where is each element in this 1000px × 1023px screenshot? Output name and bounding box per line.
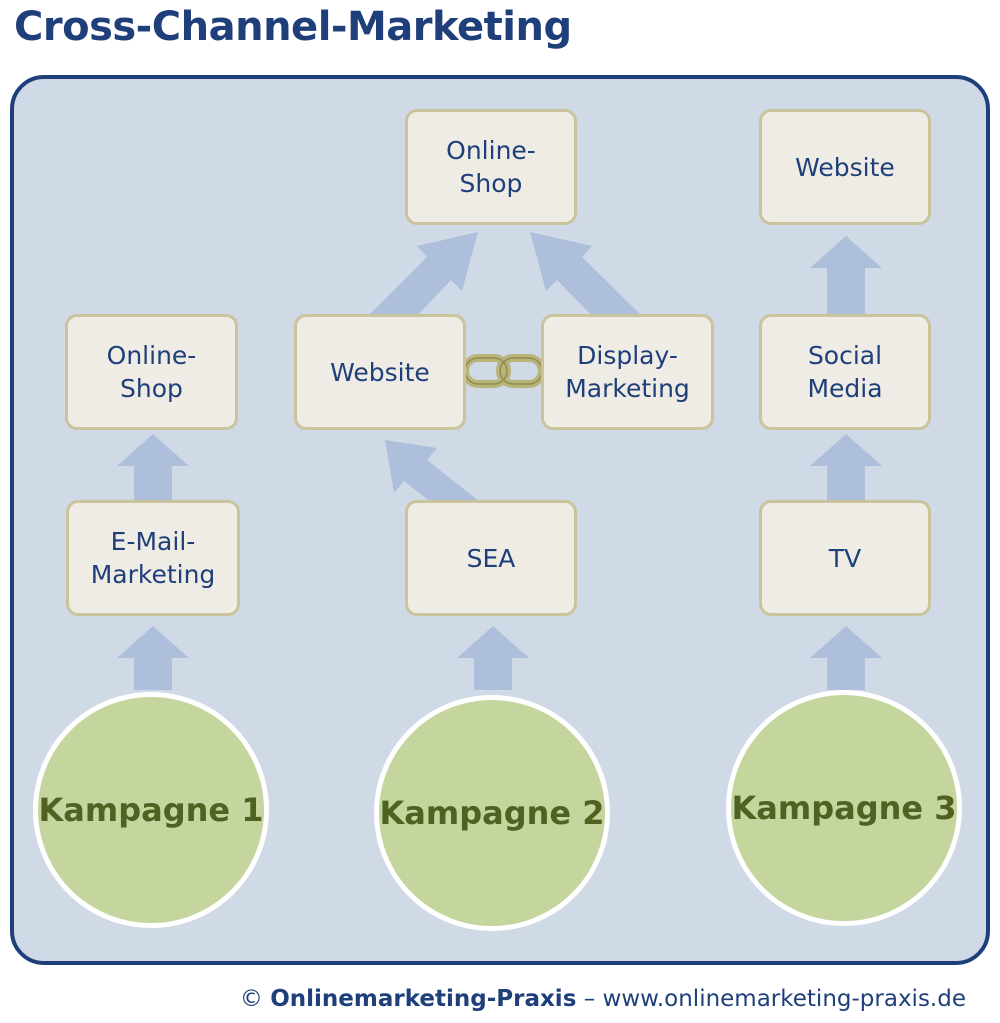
arrow-kampagne3-to-tv	[810, 626, 882, 690]
box-display-marketing: Display- Marketing	[541, 314, 714, 430]
campaign-circle-3: Kampagne 3	[726, 690, 962, 926]
box-online-shop-center: Online- Shop	[405, 109, 577, 225]
campaign-circle-1: Kampagne 1	[33, 692, 269, 928]
arrow-website-to-onlineshop	[370, 232, 478, 338]
box-tv: TV	[759, 500, 931, 616]
box-social-media: Social Media	[759, 314, 931, 430]
footer-url: www.onlinemarketing-praxis.de	[602, 986, 966, 1012]
box-online-shop-left: Online- Shop	[65, 314, 238, 430]
page-title: Cross-Channel-Marketing	[14, 4, 572, 50]
footer-brand: Onlinemarketing-Praxis	[270, 986, 577, 1012]
arrow-email-to-onlineshop-left	[117, 434, 189, 500]
box-email-marketing: E-Mail- Marketing	[66, 500, 240, 616]
arrow-kampagne2-to-sea	[457, 626, 529, 690]
box-sea: SEA	[405, 500, 577, 616]
arrow-tv-to-socialmedia	[810, 434, 882, 500]
arrow-display-to-onlineshop	[530, 232, 640, 338]
footer-credit: © Onlinemarketing-Praxis – www.onlinemar…	[240, 986, 966, 1012]
box-website-right: Website	[759, 109, 931, 225]
arrow-socialmedia-to-website	[810, 236, 882, 314]
copyright-symbol: ©	[239, 986, 263, 1012]
box-website-center: Website	[294, 314, 466, 430]
arrow-kampagne1-to-email	[117, 626, 189, 690]
campaign-circle-2: Kampagne 2	[374, 695, 610, 931]
footer-separator: –	[583, 986, 596, 1012]
